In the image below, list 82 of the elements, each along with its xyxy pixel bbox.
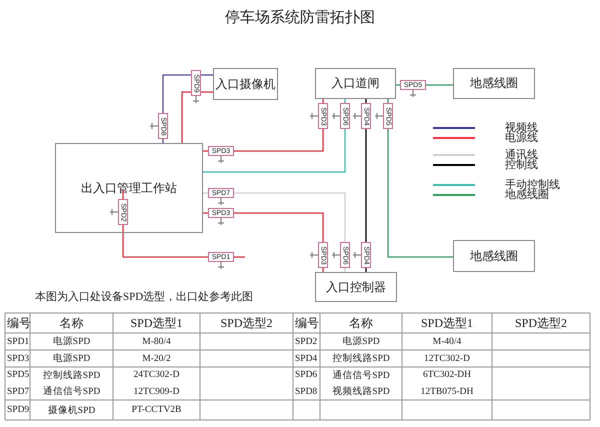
connector-line [203,129,346,173]
device-label: 入口摄像机 [216,76,276,92]
connector-line [387,129,453,258]
connector-line [234,256,245,258]
connector-line [162,74,191,113]
device-box [315,272,397,302]
device-label: 出入口管理工作站 [81,180,177,196]
surge-protector-box [383,103,393,129]
surge-protector-box [361,103,371,129]
surge-protector-box [191,70,201,96]
surge-protector-box [118,199,128,225]
table-header: 编号 [7,314,30,332]
surge-protector-box [208,252,234,262]
connector-line [201,91,213,93]
legend-label: 手动控制线 [505,179,560,191]
device-box [315,68,396,99]
device-box [213,68,278,100]
table-cell-text: M-80/4 [141,336,172,348]
surge-protector-box [158,113,168,139]
table-header: SPD选型2 [514,314,568,332]
surge-protector-box [208,188,234,198]
surge-protector-box [208,146,234,156]
note-text: 本图为入口处设备SPD选型，出口处参考此图 [35,290,254,304]
table-cell-text: SPD6 [295,369,318,382]
table-cell-text: SPD5 [7,369,30,382]
table-cell-text: SPD4 [295,352,318,366]
table-header: SPD选型1 [420,314,474,332]
table-header: 名称 [58,314,84,332]
legend-label: 地感线圈 [505,189,549,201]
table-header: 名称 [348,314,374,332]
connector-line [365,129,367,242]
table-cell-text: 控制线路SPD [331,352,391,366]
table-cell-text: 6TC302-DH [422,369,472,382]
table-cell-text: SPD2 [295,336,318,348]
table-cell-text: 电源SPD [52,352,92,366]
connector-line [234,192,346,242]
table-cell-text: 12TC302-D [423,352,471,366]
surge-protector-box [361,242,371,268]
connector-line [426,84,453,86]
table-cell-text: 摄像机SPD [46,404,96,418]
device-label: 地感线圈 [470,248,518,264]
surge-protector-box [208,208,234,218]
table-cell-text: 24TC302-D [132,369,180,382]
surge-protector-box [400,80,426,90]
table-header: SPD选型2 [219,314,274,332]
legend-label: 视频线 [505,122,538,134]
table-cell-text: 12TB075-DH [420,386,474,398]
table-cell-text: 电源SPD [341,335,381,349]
legend-label: 电源线 [505,132,538,144]
table-cell-text: 电源SPD [52,335,92,349]
device-label: 入口道闸 [332,75,380,92]
device-label: 地感线圈 [470,75,518,92]
table-cell-text: M-40/4 [432,336,462,348]
table-cell-text: M-20/2 [141,352,172,366]
device-box [55,143,203,233]
device-label: 入口控制器 [326,278,386,296]
device-box [453,240,535,272]
table-cell-text: 视频线路SPD [331,385,391,399]
diagram-title: 停车场系统防雷拓扑图 [224,8,376,27]
table-header: 编号 [295,314,320,332]
surge-protector-box [318,242,328,268]
table-cell-text: 控制线路SPD [42,369,102,382]
connector-line [201,74,213,76]
surge-protector-box [340,103,350,129]
device-box [453,68,535,99]
table-cell-text: SPD9 [7,404,30,417]
table-cell-text: SPD3 [7,352,30,366]
legend-label: 控制线 [505,159,538,171]
connector-line [122,225,208,258]
table-cell-text: 通信信号SPD [331,369,391,382]
table-cell-text: PT-CCTV2B [130,404,182,417]
table-cell-text: SPD8 [295,386,318,398]
table-header: SPD选型1 [129,314,184,332]
table-cell-text: SPD7 [7,386,30,398]
surge-protector-box [318,103,328,129]
connector-line [234,212,324,242]
connector-line [181,91,191,143]
table-cell-text: SPD1 [7,336,30,348]
surge-protector-box [340,242,350,268]
table-cell-text: 通信信号SPD [42,385,102,399]
table-cell-text: 12TC909-D [132,386,180,398]
connector-line [234,129,324,152]
